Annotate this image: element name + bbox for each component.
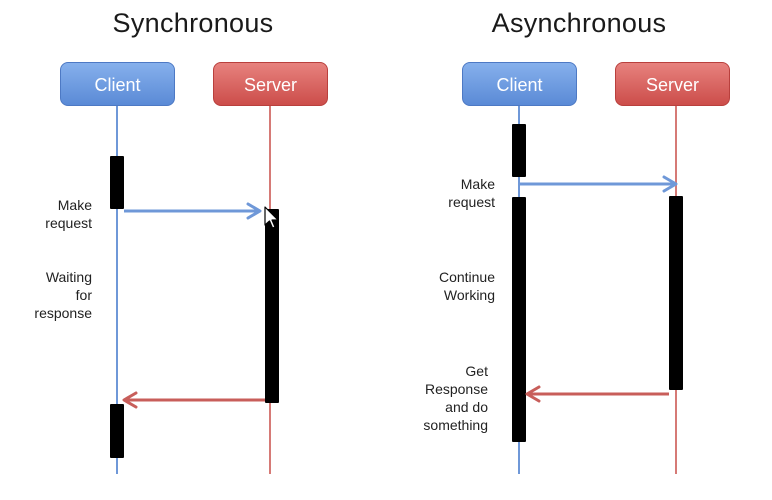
async-server-box: Server — [615, 62, 730, 106]
sync-client-lifeline — [116, 106, 118, 474]
async-get-response-label: Get Response and do something — [423, 363, 488, 433]
async-response-arrow — [525, 385, 669, 403]
sync-client-activation-end — [110, 404, 124, 458]
asynchronous-diagram: Asynchronous Client Server Make request … — [386, 0, 772, 500]
sync-response-arrow — [122, 391, 265, 409]
async-continue-working-label: Continue Working — [438, 269, 495, 303]
sync-make-request-label: Make request — [45, 197, 92, 231]
async-client-box: Client — [462, 62, 577, 106]
sync-server-activation — [265, 209, 279, 403]
sync-arrows — [122, 202, 265, 409]
async-client-activation-working — [512, 197, 526, 442]
sync-client-activation-start — [110, 156, 124, 209]
asynchronous-title: Asynchronous — [491, 8, 667, 38]
async-make-request-label: Make request — [448, 176, 495, 210]
mouse-pointer-icon — [264, 206, 279, 229]
async-client-activation-start — [512, 124, 526, 177]
async-request-arrow — [520, 175, 678, 193]
synchronous-title: Synchronous — [112, 8, 274, 38]
synchronous-diagram: Synchronous Client Server Make request W… — [34, 8, 328, 474]
sync-request-arrow — [124, 202, 262, 220]
async-arrows — [520, 175, 678, 403]
async-server-activation — [669, 196, 683, 390]
sync-waiting-label: Waiting for response — [34, 269, 92, 321]
sync-client-box: Client — [60, 62, 175, 106]
sync-server-box: Server — [213, 62, 328, 106]
